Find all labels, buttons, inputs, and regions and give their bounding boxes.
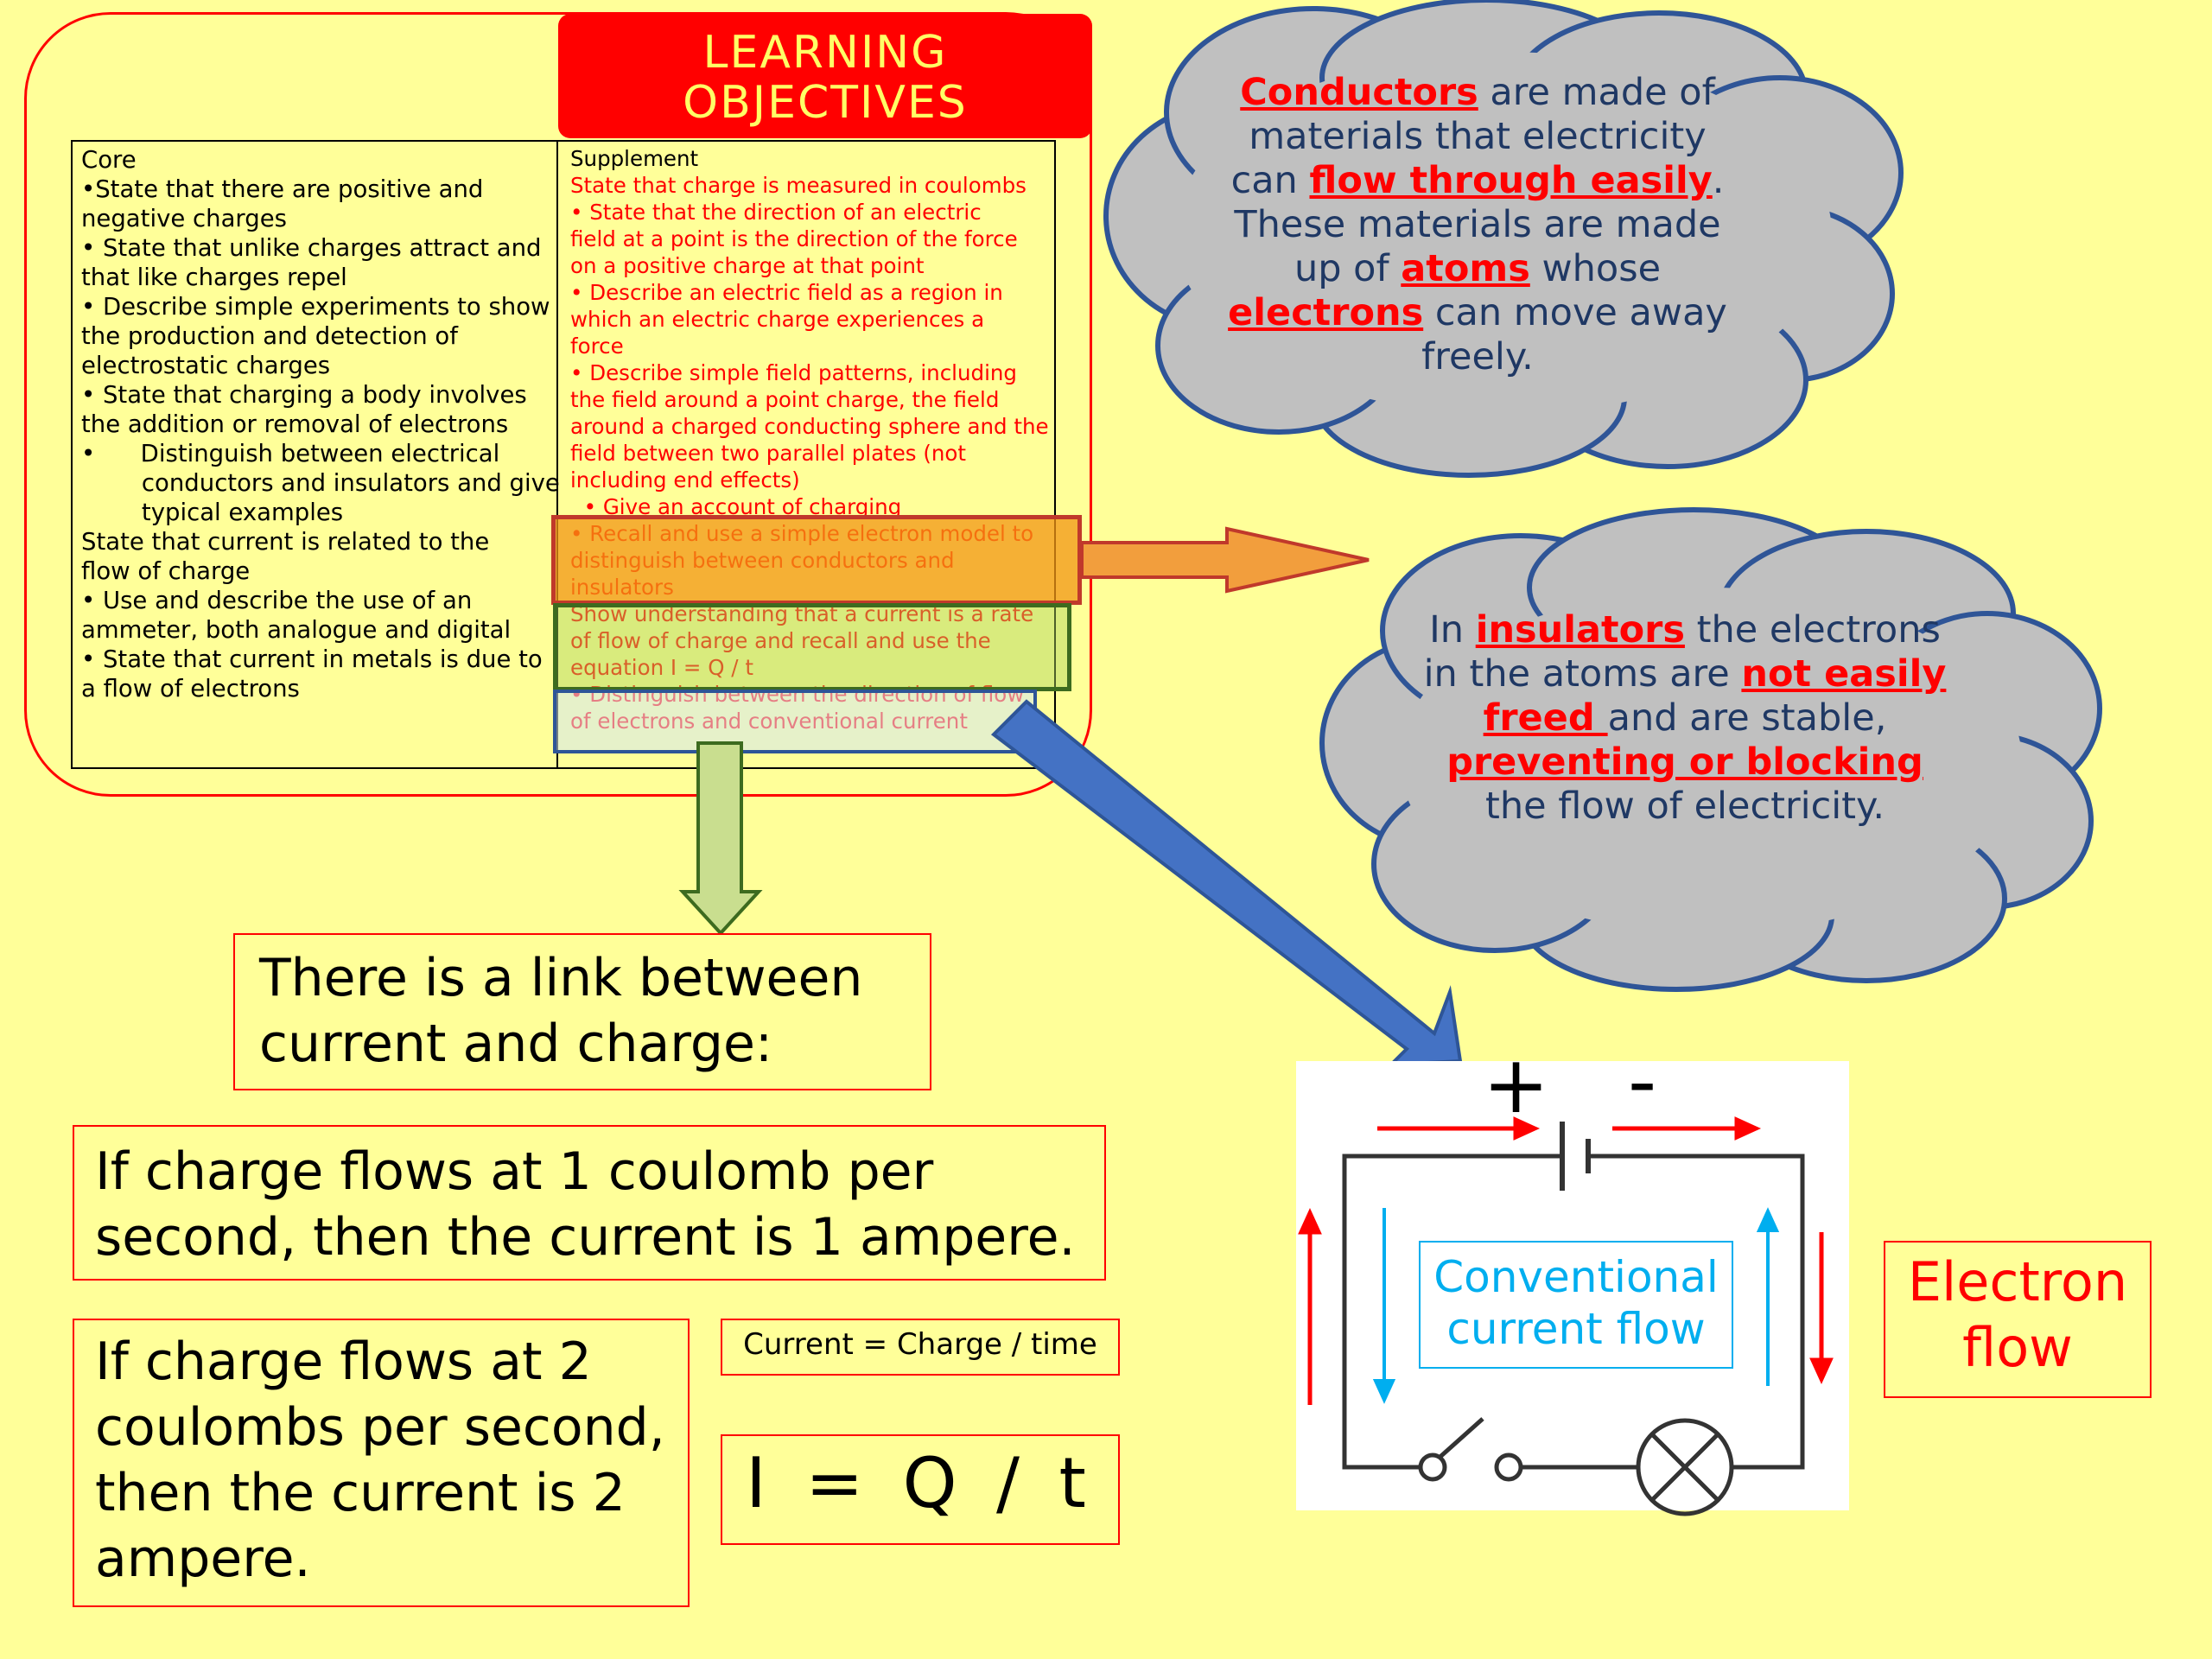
core-header: Core — [81, 146, 137, 174]
statement-2-text: If charge flows at 2 coulombs per second… — [95, 1332, 665, 1589]
core-line: flow of charge — [81, 557, 251, 585]
core-line: • State that unlike charges attract and — [81, 234, 542, 262]
supplement-header: Supplement — [570, 146, 699, 171]
formula-words-box — [721, 1319, 1120, 1376]
battery-plus-label: + — [1483, 1039, 1550, 1131]
conventional-current-box — [1419, 1241, 1733, 1369]
statement-2-box — [73, 1319, 690, 1607]
battery-minus-label: - — [1628, 1035, 1657, 1128]
highlight-direction-of-flow — [553, 690, 1037, 753]
keyword-not-easily-freed: not easily freed — [1483, 652, 1947, 740]
circuit-wire-top-left — [1342, 1154, 1562, 1470]
formula-box — [721, 1434, 1120, 1545]
learning-objectives-frame — [24, 12, 1092, 797]
cloud2-text-5: and are stable, — [1607, 696, 1887, 740]
supplement-line: the field around a point charge, the fie… — [570, 387, 1000, 412]
title-line-1: LEARNING — [702, 27, 948, 79]
supplement-line: field at a point is the direction of the… — [570, 226, 1018, 251]
core-line: • Describe simple experiments to show — [81, 293, 550, 321]
conductors-cloud-text: Conductors are made of materials that el… — [1210, 71, 1745, 379]
supplement-line: which an electric charge experiences a — [570, 307, 985, 332]
keyword-insulators: insulators — [1475, 608, 1685, 652]
keyword-atoms: atoms — [1401, 247, 1530, 290]
core-line: • State that current in metals is due to — [81, 645, 543, 673]
supplement-line: • Describe simple field patterns, includ… — [570, 360, 1017, 385]
cloud2-text-7: the flow of electricity. — [1485, 785, 1885, 828]
cloud1-text-4: . These materials are made up of — [1234, 159, 1725, 290]
core-line: electrostatic charges — [81, 352, 331, 379]
core-line: negative charges — [81, 205, 287, 232]
highlight-current-rate — [553, 603, 1071, 691]
core-line: typical examples — [81, 499, 344, 526]
link-box — [233, 933, 931, 1090]
supplement-line: • State that the direction of an electri… — [570, 200, 982, 225]
statement-1-box — [73, 1125, 1106, 1281]
supplement-line: force — [570, 334, 624, 359]
core-line: that like charges repel — [81, 264, 347, 291]
column-divider — [556, 140, 558, 769]
keyword-electrons: electrons — [1228, 291, 1424, 334]
switch-contact-right — [1494, 1452, 1523, 1482]
electron-flow-box — [1884, 1241, 2152, 1398]
objectives-table — [71, 140, 1056, 769]
core-line: ammeter, both analogue and digital — [81, 616, 512, 644]
supplement-line: of flow of charge and recall and use the — [570, 628, 991, 653]
core-line: the production and detection of — [81, 322, 458, 350]
keyword-flow-through-easily: flow through easily — [1309, 159, 1713, 202]
formula-words: Current = Charge / time — [743, 1327, 1097, 1362]
electron-flow-label: Electron flow — [1907, 1250, 2128, 1379]
cloud2-text-1: In — [1429, 608, 1476, 652]
core-line: •State that there are positive and — [81, 175, 484, 203]
core-line: State that current is related to the — [81, 528, 490, 556]
core-line: • Use and describe the use of an — [81, 587, 473, 614]
supplement-line: State that charge is measured in coulomb… — [570, 173, 1027, 198]
core-line: the addition or removal of electrons — [81, 410, 509, 438]
supplement-line: field between two parallel plates (not — [570, 441, 967, 466]
green-arrow — [678, 741, 763, 936]
cloud1-text-2: are made of materials that electricity c… — [1230, 71, 1715, 202]
switch-contact-left — [1418, 1452, 1447, 1482]
orange-arrow — [1080, 526, 1370, 594]
supplement-line: • Describe an electric field as a region… — [570, 280, 1003, 305]
title-line-2: OBJECTIVES — [683, 77, 968, 129]
link-text: There is a link between current and char… — [259, 948, 863, 1074]
cloud1-text-8: can move away freely. — [1421, 291, 1727, 378]
supplement-line: equation I = Q / t — [570, 655, 753, 680]
keyword-preventing-or-blocking: preventing or blocking — [1446, 741, 1923, 784]
keyword-conductors: Conductors — [1240, 71, 1478, 114]
core-line: conductors and insulators and give — [81, 469, 560, 497]
statement-1-text: If charge flows at 1 coulomb per second,… — [95, 1141, 1076, 1268]
conventional-current-label: Conventional current flow — [1433, 1252, 1719, 1354]
supplement-line: including end effects) — [570, 467, 800, 493]
supplement-line: on a positive charge at that point — [570, 253, 925, 278]
formula-symbols: I = Q / t — [746, 1443, 1095, 1523]
lamp-icon — [1636, 1418, 1734, 1516]
blue-arrow — [990, 699, 1463, 1067]
insulators-cloud-text: In insulators the electrons in the atoms… — [1417, 608, 1953, 829]
switch-lever — [1433, 1417, 1484, 1464]
core-line: • State that charging a body involves — [81, 381, 527, 409]
highlight-electron-model — [551, 515, 1082, 605]
cloud2-text-3: the electrons in the atoms are — [1423, 608, 1941, 696]
core-line: • Distinguish between electrical — [81, 440, 500, 467]
learning-objectives-title: LEARNING OBJECTIVES — [558, 14, 1092, 138]
supplement-line: around a charged conducting sphere and t… — [570, 414, 1049, 439]
core-line: a flow of electrons — [81, 675, 300, 702]
cloud1-text-6: whose — [1529, 247, 1662, 290]
circuit-wire-top-right — [1588, 1154, 1805, 1470]
